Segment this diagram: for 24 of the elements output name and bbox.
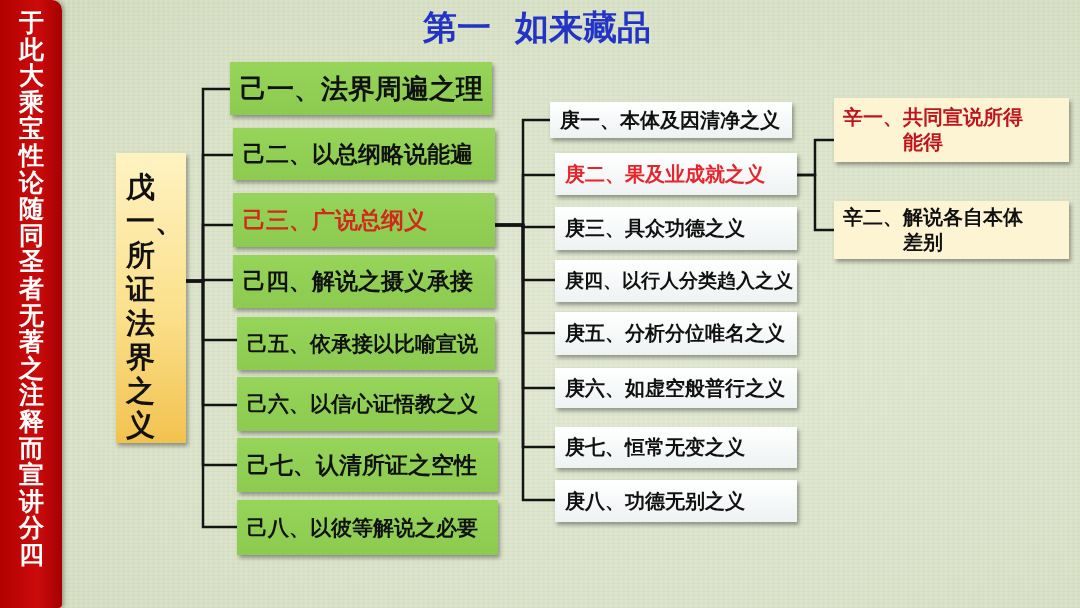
topic-box: 己七、认清所证之空性 <box>237 438 498 492</box>
topic-box: 己八、以彼等解说之必要 <box>237 500 498 555</box>
topic-box: 庚六、如虚空般普行之义 <box>555 368 797 408</box>
topic-pillar: 戊一、所证法界之义 <box>116 153 186 443</box>
topic-box: 己四、解说之摄义承接 <box>233 255 495 308</box>
topic-box: 己二、以总纲略说能遍 <box>233 128 495 180</box>
topic-box: 庚八、功德无别之义 <box>555 480 797 522</box>
topic-box: 庚五、分析分位唯名之义 <box>555 312 797 355</box>
topic-box: 己六、以信心证悟教之义 <box>237 377 498 431</box>
topic-box: 庚四、以行人分类趋入之义 <box>555 260 797 302</box>
topic-box: 己三、广说总纲义 <box>233 193 495 247</box>
topic-box: 庚七、恒常无变之义 <box>555 427 797 468</box>
slide-title: 第一 如来藏品 <box>423 6 651 48</box>
topic-box: 庚一、本体及因清净之义 <box>550 102 792 138</box>
topic-box: 庚三、具众功德之义 <box>555 207 797 250</box>
connector-line <box>495 223 555 502</box>
connector-line <box>186 279 237 529</box>
topic-box: 己五、依承接以比喻宣说 <box>237 317 495 370</box>
side-banner: 于此大乘宝性论随同圣者无著之注释而宣讲分四 <box>0 0 62 608</box>
topic-box: 辛二、解说各自本体差别 <box>834 201 1069 259</box>
connector-line <box>797 173 834 232</box>
topic-box: 庚二、果及业成就之义 <box>555 153 797 195</box>
topic-box: 辛一、共同宣说所得能得 <box>834 98 1069 162</box>
topic-box: 己一、法界周遍之理 <box>230 62 492 115</box>
